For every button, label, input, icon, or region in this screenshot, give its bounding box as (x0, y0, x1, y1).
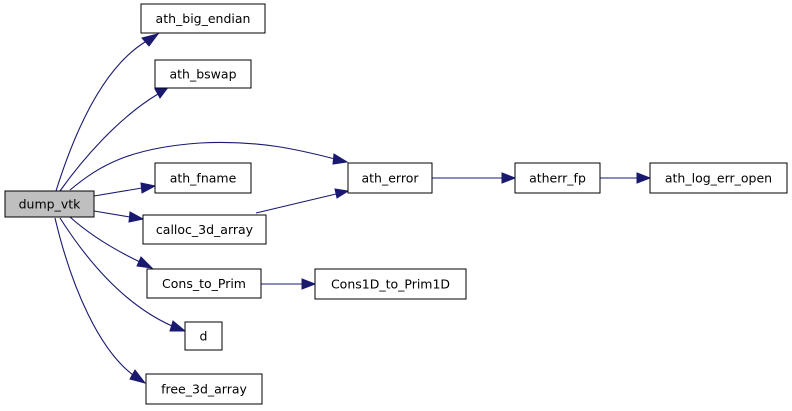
node-ath_log_err_open[interactable]: ath_log_err_open (649, 162, 788, 194)
node-label-ath_error: ath_error (362, 171, 420, 186)
node-label-ath_fname: ath_fname (170, 171, 237, 186)
edge-atherr_fp-ath_log_err_open (600, 172, 652, 184)
edge-dump_vtk-free_3d_array (54, 217, 147, 384)
node-cons_to_prim[interactable]: Cons_to_Prim (146, 268, 262, 299)
node-ath_bswap[interactable]: ath_bswap (154, 59, 252, 89)
edge-dump_vtk-d (59, 217, 187, 332)
edge-dump_vtk-ath_big_endian (55, 33, 160, 192)
edge-dump_vtk-ath_error (69, 141, 349, 191)
node-dump_vtk[interactable]: dump_vtk (4, 190, 95, 218)
node-label-d: d (200, 329, 208, 344)
edge-cons_to_prim-cons1d_to_prim1d (261, 278, 317, 290)
edge-dump_vtk-ath_fname (93, 182, 157, 197)
node-label-free_3d_array: free_3d_array (161, 382, 247, 397)
node-d[interactable]: d (184, 321, 223, 351)
node-cons1d_to_prim1d[interactable]: Cons1D_to_Prim1D (314, 268, 467, 300)
node-ath_big_endian[interactable]: ath_big_endian (140, 3, 266, 34)
node-label-ath_log_err_open: ath_log_err_open (665, 171, 772, 186)
node-ath_error[interactable]: ath_error (347, 162, 433, 194)
edge-ath_error-atherr_fp (432, 172, 517, 184)
edge-dump_vtk-cons_to_prim (69, 216, 154, 269)
edge-dump_vtk-ath_bswap (59, 85, 171, 192)
edge-dump_vtk-calloc_3d_array (93, 210, 145, 223)
node-label-dump_vtk: dump_vtk (19, 197, 82, 212)
node-label-cons1d_to_prim1d: Cons1D_to_Prim1D (331, 277, 450, 292)
node-label-cons_to_prim: Cons_to_Prim (162, 276, 246, 291)
node-label-atherr_fp: atherr_fp (529, 171, 586, 186)
node-ath_fname[interactable]: ath_fname (154, 162, 252, 194)
node-label-ath_big_endian: ath_big_endian (156, 11, 251, 26)
node-label-calloc_3d_array: calloc_3d_array (156, 222, 254, 237)
node-free_3d_array[interactable]: free_3d_array (145, 373, 263, 405)
node-calloc_3d_array[interactable]: calloc_3d_array (142, 214, 267, 245)
edge-calloc_3d_array-ath_error (255, 188, 350, 214)
node-atherr_fp[interactable]: atherr_fp (514, 162, 601, 194)
node-label-ath_bswap: ath_bswap (170, 67, 237, 82)
